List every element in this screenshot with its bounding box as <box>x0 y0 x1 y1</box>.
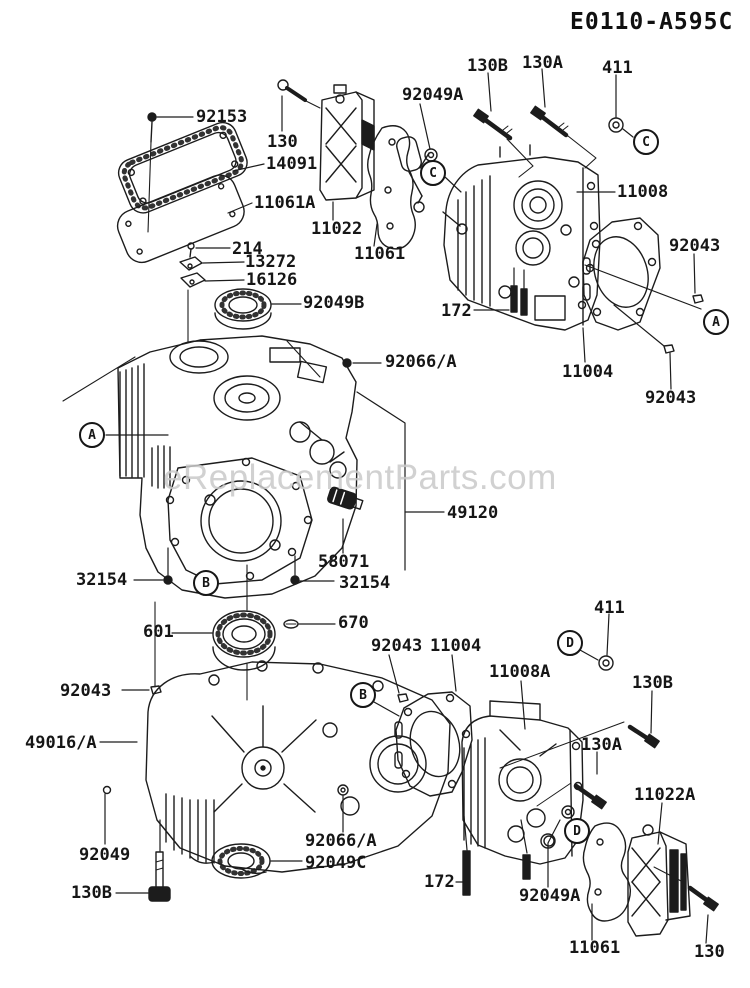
part-label-49120: 49120 <box>447 503 499 523</box>
part-sketch-gasket-11061-bottom <box>582 822 632 922</box>
part-sketch-bolt-130a-top <box>530 105 569 138</box>
part-label-411-top: 411 <box>602 58 633 78</box>
part-label-92043-right-lower: 92043 <box>645 388 697 408</box>
part-label-11061-bottom: 11061 <box>569 938 621 958</box>
callout-b-bottom: B <box>350 682 376 708</box>
watermark: eReplacementParts.com <box>163 458 557 497</box>
part-label-92049: 92049 <box>79 845 131 865</box>
part-label-58071: 58071 <box>318 552 370 572</box>
part-label-130b-bottom-left: 130B <box>71 883 112 903</box>
part-sketch-bolts-32154 <box>163 575 300 585</box>
part-label-92066a-bottom: 92066/A <box>305 831 377 851</box>
part-sketch-dowel-pins-172-top <box>510 285 528 316</box>
part-sketch-plug-58071 <box>327 486 364 510</box>
callout-a-right: A <box>703 309 729 335</box>
part-sketch-gasket-11061-top <box>367 125 416 250</box>
part-label-172-bottom: 172 <box>424 872 455 892</box>
part-label-92043-right-upper: 92043 <box>669 236 721 256</box>
part-sketch-bolt-92153 <box>147 112 157 143</box>
part-label-92153: 92153 <box>196 107 248 127</box>
part-sketch-oil-seal-92049b <box>214 288 272 330</box>
callout-c-left: C <box>420 160 446 186</box>
part-label-130b-bottom-right: 130B <box>632 673 673 693</box>
part-label-92043-mid-left: 92043 <box>60 681 112 701</box>
part-sketch-head-gasket-11004-top <box>582 217 661 331</box>
part-label-601: 601 <box>143 622 174 642</box>
callout-b-center: B <box>193 570 219 596</box>
part-label-92049c: 92049C <box>305 853 367 873</box>
part-sketch-bolt-130b-bottom <box>499 721 660 769</box>
part-sketch-bolt-130a-bottom <box>536 782 607 810</box>
part-sketch-washer-411-top <box>608 117 624 133</box>
part-label-32154-left: 32154 <box>76 570 128 590</box>
part-sketch-bearing-601 <box>212 610 276 671</box>
callout-d-upper: D <box>557 630 583 656</box>
part-label-130-bottom: 130 <box>694 942 725 962</box>
part-sketch-cylinder-crankcase-49120 <box>117 335 358 599</box>
part-sketch-bolt-130-bottom <box>653 866 719 912</box>
part-sketch-pin-670 <box>283 619 299 629</box>
callout-d-lower: D <box>564 818 590 844</box>
part-sketch-rocker-case-11022a <box>627 824 691 937</box>
part-sketch-rocker-case-11022 <box>319 84 375 201</box>
part-label-11008a: 11008A <box>489 662 551 682</box>
part-label-32154-right: 32154 <box>339 573 391 593</box>
part-label-14091: 14091 <box>266 154 318 174</box>
part-label-92049a-top: 92049A <box>402 85 464 105</box>
part-label-130-top: 130 <box>267 132 298 152</box>
part-label-11004-bottom: 11004 <box>430 636 482 656</box>
part-label-411-bottom: 411 <box>594 598 625 618</box>
part-label-11061a: 11061A <box>254 193 316 213</box>
drawing-number: E0110-A595C <box>570 9 734 35</box>
part-label-92043-bottom-mid: 92043 <box>371 636 423 656</box>
part-label-92049a-bottom: 92049A <box>519 886 581 906</box>
part-label-11022: 11022 <box>311 219 363 239</box>
part-sketch-breather-parts <box>179 242 206 288</box>
leader-lines <box>99 68 709 944</box>
part-sketch-head-gasket-11004-bottom <box>394 691 473 797</box>
callout-c-right: C <box>633 129 659 155</box>
part-label-130a-bottom: 130A <box>581 735 622 755</box>
part-label-11061-top: 11061 <box>354 244 406 264</box>
part-sketch-clip-92043-left <box>150 685 162 695</box>
part-sketch-bolt-130b-left <box>148 851 171 902</box>
part-sketch-bolt-130b-top <box>473 108 513 141</box>
part-label-11022a: 11022A <box>634 785 696 805</box>
part-label-49016a: 49016/A <box>25 733 97 753</box>
part-label-11004-top: 11004 <box>562 362 614 382</box>
part-sketch-oil-seal-92049c <box>211 843 271 879</box>
part-label-130b-top: 130B <box>467 56 508 76</box>
part-label-16126: 16126 <box>246 270 298 290</box>
part-label-92049b: 92049B <box>303 293 365 313</box>
part-label-130a-top: 130A <box>522 53 563 73</box>
part-sketch-nut-92049a-bottom <box>337 784 575 847</box>
part-label-172-top: 172 <box>441 301 472 321</box>
part-sketch-washer-411-bottom <box>598 655 614 671</box>
part-sketch-gasket-11061a <box>116 174 245 264</box>
part-label-11008: 11008 <box>617 182 669 202</box>
part-label-13272: 13272 <box>245 252 297 272</box>
part-label-92066a-top: 92066/A <box>385 352 457 372</box>
part-label-670: 670 <box>338 613 369 633</box>
part-sketch-dowel-pins-172-bottom <box>462 850 531 896</box>
part-label-214: 214 <box>232 239 263 259</box>
part-sketch-valve-cover-gasket-14091 <box>117 121 248 214</box>
callout-a-left: A <box>79 422 105 448</box>
part-sketch-bolt-130-top <box>277 79 321 109</box>
part-sketch-bolt-92066a <box>342 358 352 368</box>
part-sketch-cylinder-head-11008a <box>461 700 584 865</box>
part-sketch-clips-92043-top <box>663 294 704 354</box>
part-sketch-crankcase-49016a <box>102 660 451 875</box>
